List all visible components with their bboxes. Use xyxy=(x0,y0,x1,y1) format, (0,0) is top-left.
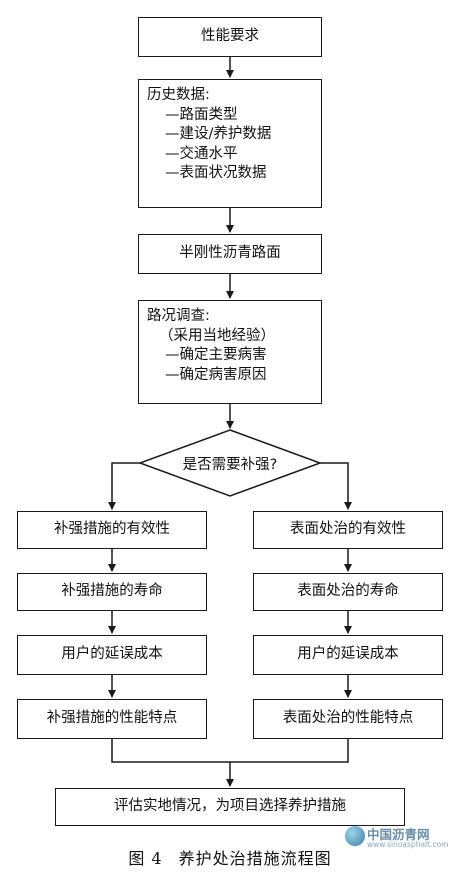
arrow-right-branch xyxy=(320,462,352,510)
left-branch-label: 补强措施的性能特点 xyxy=(46,710,178,727)
arrow-left-branch xyxy=(108,462,140,510)
figure-number: 图 4 xyxy=(128,849,163,868)
road-survey-note: （采用当地经验） xyxy=(159,327,275,344)
merge-left xyxy=(111,739,230,763)
watermark-name: 中国沥青网 xyxy=(367,827,430,842)
right-branch-label: 表面处治的有效性 xyxy=(290,521,406,538)
left-branch-label: 用户的延误成本 xyxy=(61,646,163,663)
road-survey-item: —确定主要病害 xyxy=(165,347,267,364)
history-data-box: 历史数据: —路面类型 —建设/养护数据 —交通水平 —表面状况数据 xyxy=(138,79,322,208)
semi-rigid-pavement-label: 半刚性沥青路面 xyxy=(179,245,281,262)
history-data-title: 历史数据: xyxy=(147,87,210,103)
right-branch-label: 表面处治的寿命 xyxy=(297,583,399,600)
right-branch-box-3: 用户的延误成本 xyxy=(253,635,443,675)
left-branch-box-1: 补强措施的有效性 xyxy=(17,511,207,549)
history-item: —建设/养护数据 xyxy=(165,126,272,143)
history-item: —路面类型 xyxy=(165,106,238,123)
left-branch-label: 补强措施的有效性 xyxy=(54,521,170,538)
decision-label: 是否需要补强? xyxy=(182,456,278,473)
right-branch-box-1: 表面处治的有效性 xyxy=(253,511,443,549)
merge-right xyxy=(230,739,349,763)
right-branch-box-4: 表面处治的性能特点 xyxy=(253,699,443,739)
left-branch-box-3: 用户的延误成本 xyxy=(17,635,207,675)
figure-caption: 图 4 养护处治措施流程图 xyxy=(0,842,460,872)
figure-title: 养护处治措施流程图 xyxy=(178,849,332,868)
watermark-logo-icon xyxy=(345,826,365,846)
road-survey-box: 路况调查: （采用当地经验） —确定主要病害 —确定病害原因 xyxy=(138,300,322,404)
right-branch-label: 表面处治的性能特点 xyxy=(282,710,414,727)
watermark: 中国沥青网 www.sinoasphalt.com xyxy=(345,824,455,852)
watermark-url: www.sinoasphalt.com xyxy=(367,840,449,849)
left-branch-box-2: 补强措施的寿命 xyxy=(17,573,207,611)
road-survey-item: —确定病害原因 xyxy=(165,366,267,383)
semi-rigid-pavement-box: 半刚性沥青路面 xyxy=(138,234,322,274)
final-decision-box: 评估实地情况，为项目选择养护措施 xyxy=(55,788,405,826)
road-survey-title: 路况调查: xyxy=(147,308,210,324)
performance-requirement-box: 性能要求 xyxy=(138,17,322,57)
history-item: —交通水平 xyxy=(165,145,238,162)
right-branch-box-2: 表面处治的寿命 xyxy=(253,573,443,611)
left-branch-label: 补强措施的寿命 xyxy=(61,583,163,600)
history-item: —表面状况数据 xyxy=(165,165,267,182)
left-branch-box-4: 补强措施的性能特点 xyxy=(17,699,207,739)
performance-requirement-label: 性能要求 xyxy=(201,28,259,45)
decision-diamond xyxy=(137,429,323,497)
right-branch-label: 用户的延误成本 xyxy=(297,646,399,663)
final-decision-label: 评估实地情况，为项目选择养护措施 xyxy=(114,798,346,815)
